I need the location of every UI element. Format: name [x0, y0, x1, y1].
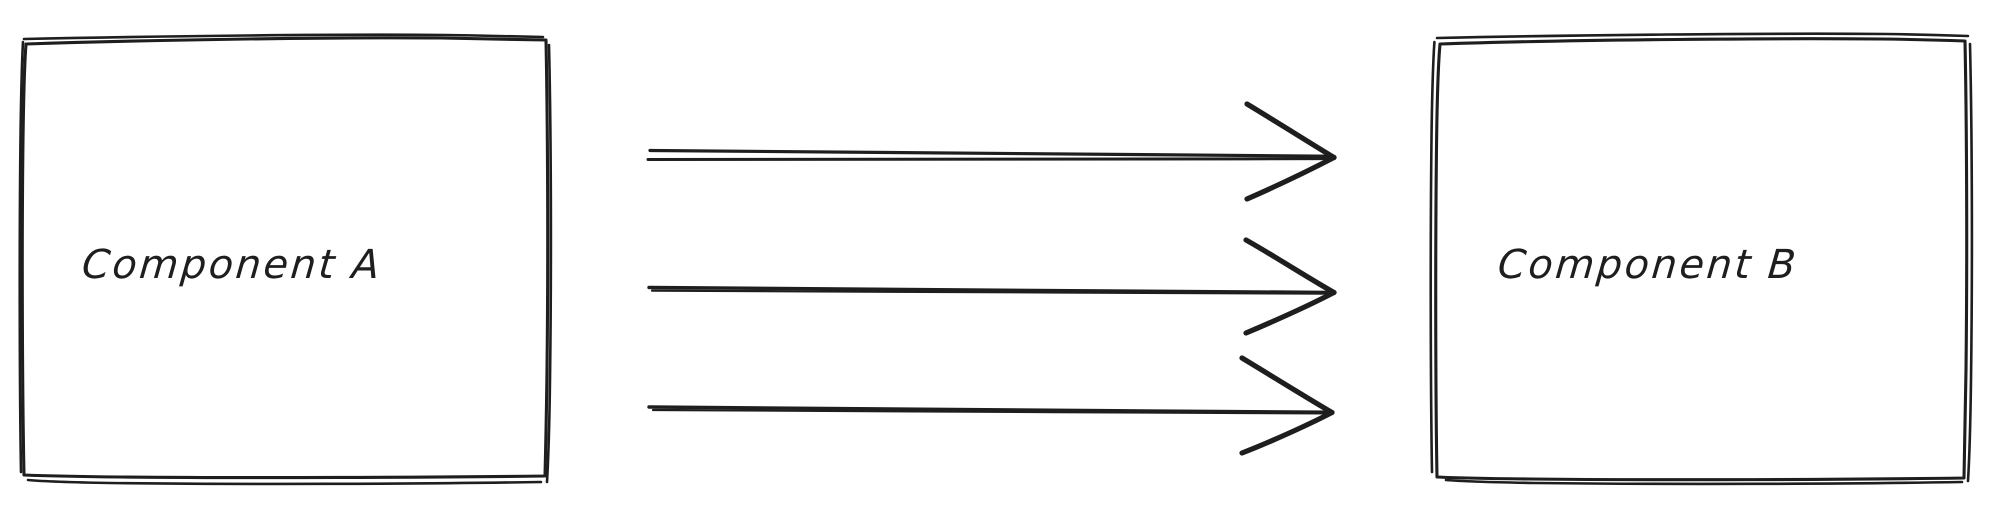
- component-b-outline-pass1: [1434, 37, 1969, 482]
- component-a-label: Component A: [80, 242, 384, 288]
- arrow-2-shaft-pass2: [650, 289, 1332, 295]
- arrow-2-head-upper: [1243, 237, 1337, 296]
- arrow-2-head-lower: [1243, 289, 1337, 336]
- arrow-1-shaft-pass2: [646, 157, 1334, 161]
- node-component-a[interactable]: [18, 33, 553, 486]
- edge-arrow-2[interactable]: [647, 237, 1337, 336]
- node-component-b[interactable]: [1429, 32, 1974, 486]
- component-a-outline-pass2: [18, 33, 553, 486]
- component-a-outline-pass1: [20, 36, 550, 480]
- component-b-outline-pass2: [1429, 32, 1974, 486]
- arrow-1-head-lower: [1244, 154, 1337, 202]
- arrow-3-head-lower: [1239, 409, 1335, 456]
- arrow-3-shaft-pass1: [647, 405, 1332, 414]
- arrow-1-head-upper: [1244, 101, 1337, 161]
- arrow-3-shaft-pass2: [651, 408, 1330, 415]
- arrow-1-shaft-pass1: [648, 148, 1332, 158]
- arrow-2-shaft-pass1: [647, 285, 1334, 295]
- edge-arrow-3[interactable]: [647, 355, 1335, 456]
- arrow-3-head-upper: [1239, 355, 1335, 416]
- component-b-label: Component B: [1496, 242, 1800, 288]
- edge-arrow-1[interactable]: [646, 101, 1337, 202]
